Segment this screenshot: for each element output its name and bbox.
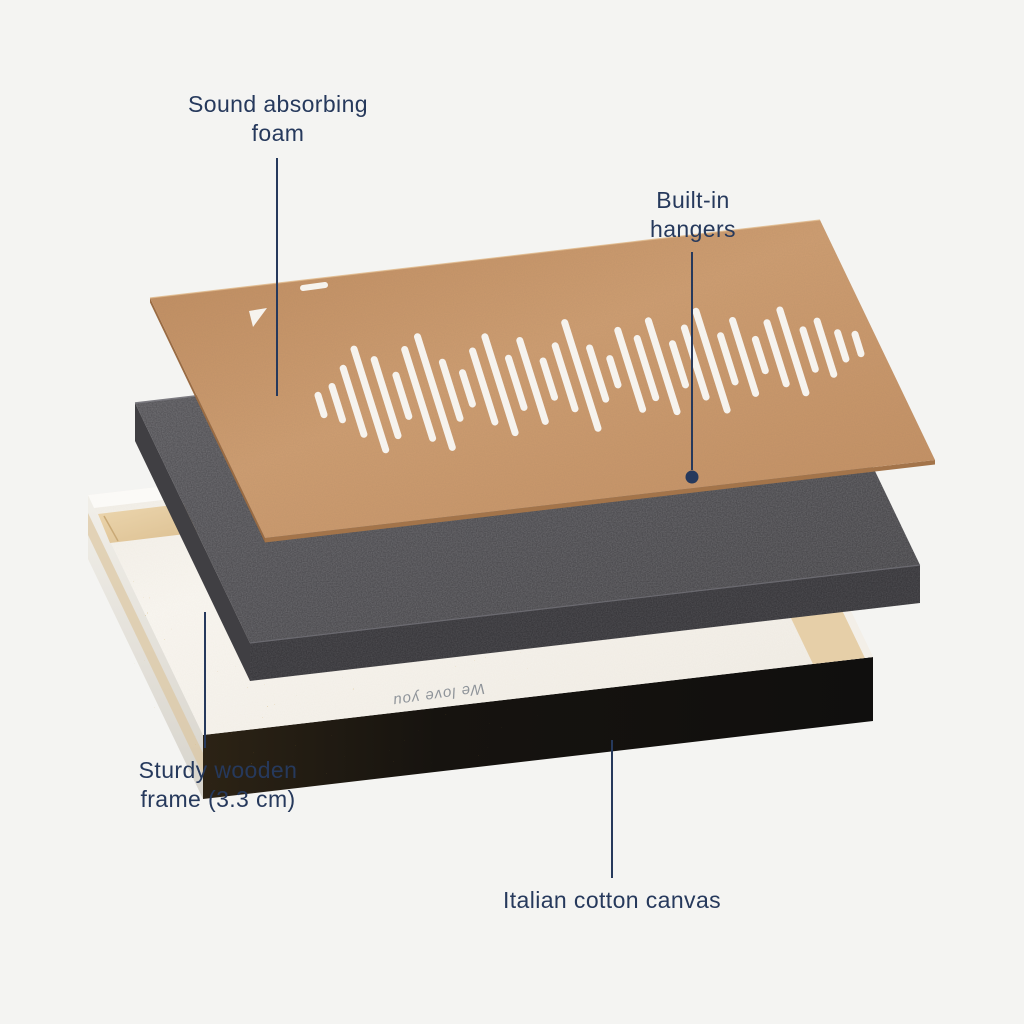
waveform-cutout-bar [505, 354, 528, 411]
waveform-cutout-bar [717, 332, 739, 386]
frame-label: Sturdy wooden frame (3.3 cm) [68, 756, 368, 815]
hangers-label-line2: hangers [650, 216, 736, 243]
foam-label-line2: foam [251, 120, 305, 147]
waveform-cutout-bar [586, 344, 610, 403]
foam-label-line1: Sound absorbing [188, 91, 368, 117]
waveform-cutout-bar [314, 391, 328, 419]
waveform-cutout-bar [751, 335, 769, 375]
hangers-label-line1: Built-in [656, 187, 730, 213]
leader-lines [204, 158, 699, 878]
frame-label-line1: Sturdy wooden [138, 757, 298, 783]
waveform-cutout-bar [644, 317, 681, 416]
glitter-wrap-end [125, 630, 203, 795]
board-bottom-edge [265, 460, 935, 543]
board-left-edge [150, 298, 265, 543]
waveform-cutout-bar [561, 319, 602, 432]
foam-front-edge-highlight [249, 564, 921, 644]
waveform-cutout-bar [370, 356, 402, 440]
waveform-cutout-bar [459, 369, 476, 408]
waveform-cutout-bar [680, 324, 710, 401]
waveform-cutout-bar [516, 337, 549, 425]
waveform-cutout-bar [799, 326, 819, 373]
waveform-cutout-bar [350, 345, 390, 454]
board-grain-texture [150, 220, 935, 538]
waveform-cutout-bar [851, 330, 865, 358]
waveform-cutout-bar [469, 347, 499, 426]
canvas-label: Italian cotton canvas [452, 886, 772, 915]
waveform-cutout-bar [551, 342, 579, 413]
waveform-cutout-bar [401, 346, 437, 442]
waveform-cutout-bar [692, 307, 731, 414]
waveform-cutout-bar [669, 340, 689, 389]
waveform-cutout-bar [776, 306, 810, 397]
waveform-cutout-bar [392, 371, 413, 420]
waveform-cutout-bar [834, 329, 850, 363]
canvas-label-line1: Italian cotton canvas [502, 887, 722, 913]
waveform-cutout-bar [339, 364, 368, 438]
waveform-cutout-bar [729, 317, 760, 397]
hangers-label: Built-in hangers [553, 186, 833, 245]
foam-label: Sound absorbing foam [138, 90, 418, 149]
waveform-cutout-bar [438, 358, 464, 422]
foam-texture-front [250, 565, 920, 681]
waveform-cutout-bar [606, 355, 622, 389]
waveform-cutout-bar [481, 333, 519, 437]
waveform-cutout-bar [328, 383, 346, 424]
board-top-edge-highlight [149, 219, 821, 299]
glitter-wrap-front [203, 696, 540, 799]
frame-label-line2: frame (3.3 cm) [140, 786, 296, 813]
foam-left-face [135, 403, 250, 681]
hanger-point-dot [685, 470, 699, 484]
waveform-cutout-bar [539, 357, 558, 401]
waveform-cutout-bar [414, 333, 456, 451]
waveform-cutout-bar [813, 317, 838, 378]
perforated-board-layer [149, 219, 935, 543]
waveform-cutout-bar [763, 319, 790, 388]
waveform-cutout-bar [633, 335, 660, 402]
stretcher-miter-joint [103, 515, 119, 542]
waveform-cutouts [314, 306, 865, 454]
cutout-notch [249, 308, 267, 327]
waveform-cutout-bar [614, 326, 647, 413]
cutout-dash [300, 282, 328, 291]
